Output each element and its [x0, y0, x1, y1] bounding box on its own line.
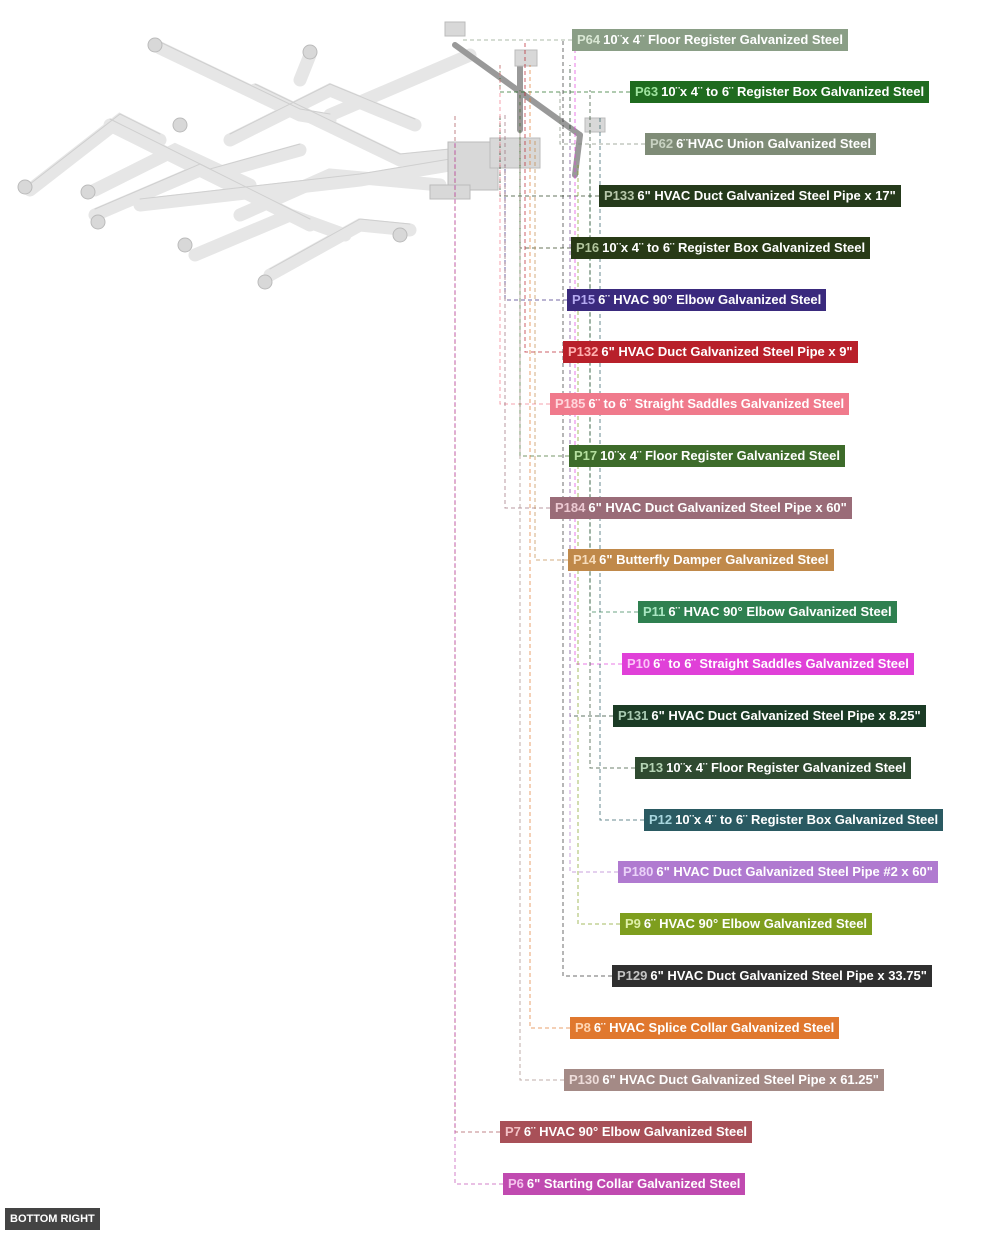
- part-id: P180: [623, 864, 654, 879]
- part-name: 10¨x 4¨ Floor Register Galvanized Steel: [603, 32, 843, 47]
- part-name: 6" HVAC Duct Galvanized Steel Pipe x 17": [637, 188, 896, 203]
- part-id: P15: [572, 292, 596, 307]
- part-id: P130: [569, 1072, 600, 1087]
- part-id: P129: [617, 968, 648, 983]
- part-id: P10: [627, 656, 651, 671]
- part-name: 6¨ to 6¨ Straight Saddles Galvanized Ste…: [653, 656, 909, 671]
- part-name: 6" HVAC Duct Galvanized Steel Pipe x 33.…: [650, 968, 927, 983]
- part-id: P13: [640, 760, 664, 775]
- part-name: 6" HVAC Duct Galvanized Steel Pipe x 60": [588, 500, 847, 515]
- part-id: P184: [555, 500, 586, 515]
- part-id: P17: [574, 448, 598, 463]
- part-name: 10¨x 4¨ to 6¨ Register Box Galvanized St…: [661, 84, 925, 99]
- part-id: P9: [625, 916, 641, 931]
- part-name: 10¨x 4¨ to 6¨ Register Box Galvanized St…: [602, 240, 866, 255]
- part-name: 10¨x 4¨ Floor Register Galvanized Steel: [600, 448, 840, 463]
- part-name: 6" Starting Collar Galvanized Steel: [526, 1176, 741, 1191]
- part-id: P131: [618, 708, 649, 723]
- part-name: 6" HVAC Duct Galvanized Steel Pipe x 8.2…: [651, 708, 921, 723]
- part-name: 6¨ HVAC 90° Elbow Galvanized Steel: [523, 1124, 748, 1139]
- part-id: P62: [650, 136, 674, 151]
- part-name: 10¨x 4¨ to 6¨ Register Box Galvanized St…: [675, 812, 939, 827]
- part-name: 6¨ to 6¨ Straight Saddles Galvanized Ste…: [588, 396, 845, 411]
- part-id: P14: [573, 552, 597, 567]
- part-name: 6" HVAC Duct Galvanized Steel Pipe #2 x …: [656, 864, 933, 879]
- part-id: P8: [575, 1020, 591, 1035]
- view-label: BOTTOM RIGHT: [5, 1208, 100, 1230]
- part-name: 6¨ HVAC Splice Collar Galvanized Steel: [593, 1020, 835, 1035]
- part-name: 6¨HVAC Union Galvanized Steel: [676, 136, 871, 151]
- part-name: 6¨ HVAC 90° Elbow Galvanized Steel: [598, 292, 822, 307]
- part-name: 6" Butterfly Damper Galvanized Steel: [599, 552, 829, 567]
- part-id: P6: [508, 1176, 524, 1191]
- part-id: P185: [555, 396, 586, 411]
- part-name: 6" HVAC Duct Galvanized Steel Pipe x 61.…: [602, 1072, 879, 1087]
- part-name: 6¨ HVAC 90° Elbow Galvanized Steel: [668, 604, 892, 619]
- part-name: 6" HVAC Duct Galvanized Steel Pipe x 9": [601, 344, 853, 359]
- part-id: P12: [649, 812, 673, 827]
- part-id: P63: [635, 84, 659, 99]
- part-name: 10¨x 4¨ Floor Register Galvanized Steel: [666, 760, 906, 775]
- part-id: P133: [604, 188, 635, 203]
- part-id: P64: [577, 32, 601, 47]
- part-id: P11: [643, 604, 666, 619]
- part-name: 6¨ HVAC 90° Elbow Galvanized Steel: [643, 916, 868, 931]
- part-id: P132: [568, 344, 599, 359]
- part-id: P16: [576, 240, 600, 255]
- part-id: P7: [505, 1124, 521, 1139]
